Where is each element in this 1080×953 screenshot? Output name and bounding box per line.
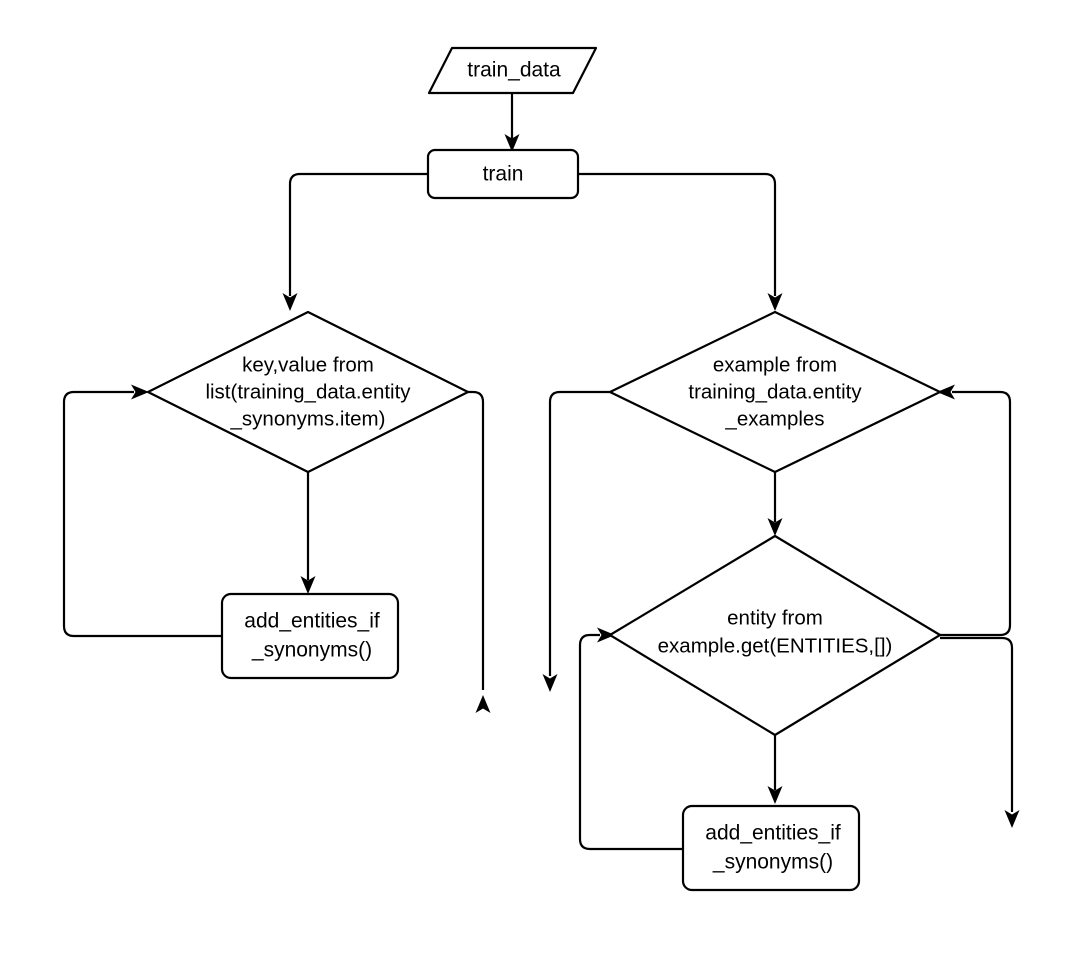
node-input-train-data[interactable]: train_data	[427, 46, 598, 95]
edge-train-to-loop-examples	[578, 172, 783, 311]
edge-loop-entities-to-call-right	[767, 735, 783, 804]
arrowhead-down-icon	[504, 134, 520, 152]
arrowhead-down-icon	[767, 786, 783, 804]
arrowhead-down-icon	[1004, 810, 1020, 828]
call-add-entities-right-label-line1: add_entities_if	[705, 822, 841, 845]
arrowhead-down-icon	[767, 293, 783, 311]
loop-examples-label-line1: example from	[713, 353, 837, 376]
loop-examples-label-line2: training_data.entity	[688, 380, 862, 403]
arrowhead-up-icon	[475, 695, 491, 713]
process-train-label: train	[483, 163, 524, 186]
loop-synonyms-label-line2: list(training_data.entity	[205, 380, 411, 403]
node-loop-examples[interactable]: example from training_data.entity _examp…	[608, 310, 942, 474]
edge-loop-entities-back-to-loop-examples	[937, 384, 1012, 637]
arrowhead-right-icon	[131, 384, 149, 400]
call-add-entities-right-label-line2: _synonyms()	[712, 851, 833, 874]
edge-loop-synonyms-to-call-left	[300, 472, 316, 594]
arrowhead-down-icon	[542, 674, 558, 692]
call-add-entities-left-label-line1: add_entities_if	[244, 610, 380, 633]
edge-loop-entities-exit	[940, 636, 1020, 828]
edge-loop-examples-to-loop-entities	[767, 472, 783, 536]
edge-call-left-back-to-loop-synonyms	[62, 384, 222, 638]
edge-call-right-back-to-loop-entities	[578, 627, 683, 851]
loop-entities-label-line2: example.get(ENTITIES,[])	[658, 634, 893, 657]
node-call-add-entities-left[interactable]: add_entities_if _synonyms()	[220, 592, 400, 680]
loop-synonyms-label-line3: _synonyms.item)	[230, 407, 386, 430]
arrowhead-down-icon	[767, 518, 783, 536]
loop-synonyms-label-line1: key,value from	[242, 353, 374, 376]
arrowhead-right-icon	[597, 627, 615, 643]
call-add-entities-left-label-line2: _synonyms()	[251, 639, 372, 662]
edge-train-data-to-train	[504, 93, 520, 152]
edge-loop-examples-exit	[542, 390, 610, 692]
loop-entities-label-line1: entity from	[727, 606, 823, 629]
edge-train-to-loop-synonyms	[282, 172, 428, 311]
node-call-add-entities-right[interactable]: add_entities_if _synonyms()	[681, 804, 861, 892]
arrowhead-down-icon	[282, 293, 298, 311]
input-train-data-label: train_data	[467, 59, 561, 82]
edge-loop-synonyms-exit	[468, 390, 491, 713]
arrowhead-left-icon	[937, 384, 955, 400]
node-loop-synonyms[interactable]: key,value from list(training_data.entity…	[146, 310, 470, 474]
node-loop-entities[interactable]: entity from example.get(ENTITIES,[])	[608, 534, 942, 737]
node-process-train[interactable]: train	[426, 148, 580, 200]
loop-examples-label-line3: _examples	[724, 407, 824, 430]
arrowhead-down-icon	[300, 576, 316, 594]
